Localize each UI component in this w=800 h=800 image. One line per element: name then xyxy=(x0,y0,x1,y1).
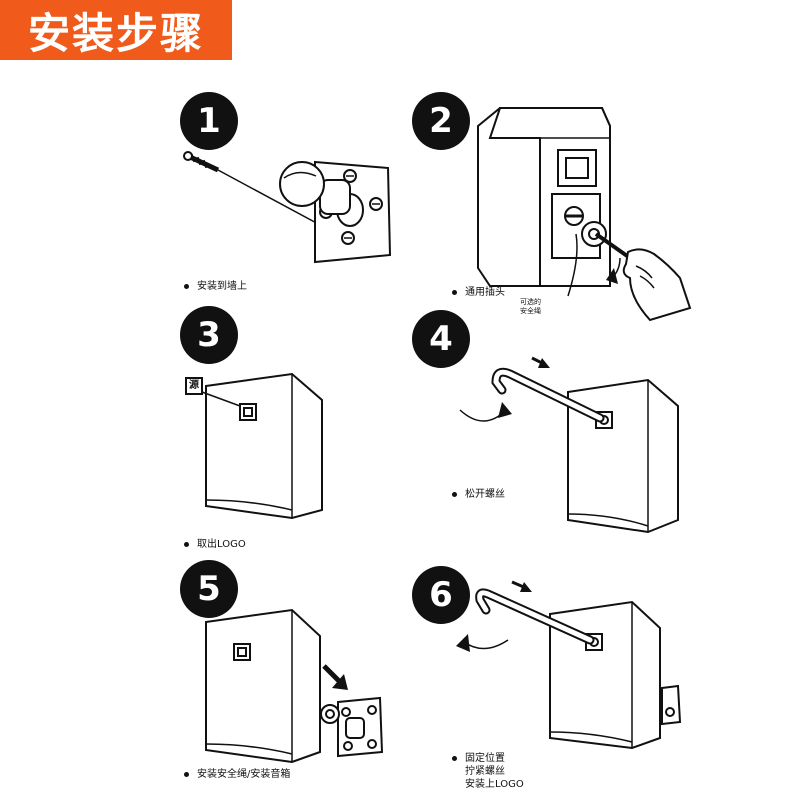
bullet-icon xyxy=(452,491,457,497)
logo-badge-icon xyxy=(185,377,203,395)
step-6-illustration xyxy=(456,580,682,750)
step-1-badge: 1 xyxy=(180,92,238,150)
arrow-icon xyxy=(322,664,348,690)
speaker-icon xyxy=(549,600,682,750)
step-1-illustration xyxy=(183,151,392,264)
step-2-illustration xyxy=(477,107,692,322)
hex-key-icon xyxy=(475,588,595,645)
step-1-caption: 安装到墙上 xyxy=(184,280,247,293)
rotate-arrow-icon xyxy=(459,402,512,422)
wall-bracket-icon xyxy=(320,696,384,758)
step-5-illustration xyxy=(205,608,384,764)
bullet-icon xyxy=(184,771,189,777)
step-4-badge: 4 xyxy=(412,310,470,368)
step-2-badge: 2 xyxy=(412,92,470,150)
hex-key-icon xyxy=(491,367,605,423)
step-4-illustration xyxy=(459,356,679,534)
arrow-icon xyxy=(531,356,550,368)
bullet-icon xyxy=(452,755,457,761)
step-6-badge: 6 xyxy=(412,566,470,624)
logo-tag: 源 xyxy=(189,380,199,391)
step-6-caption: 固定位置 拧紧螺丝 安装上LOGO xyxy=(452,752,524,791)
step-5-badge: 5 xyxy=(180,560,238,618)
step-5-caption: 安装安全绳/安装音箱 xyxy=(184,768,290,781)
hand-screwdriver-icon xyxy=(594,232,692,322)
speaker-icon xyxy=(567,378,679,534)
arrow-icon xyxy=(511,580,532,592)
step-3-badge: 3 xyxy=(180,306,238,364)
step-2-note: 可选的 安全绳 xyxy=(520,298,541,315)
speaker-back-icon xyxy=(477,107,611,287)
speaker-icon xyxy=(205,608,321,764)
rotate-arrow-icon xyxy=(456,634,509,652)
bullet-icon xyxy=(184,283,189,289)
step-4-caption: 松开螺丝 xyxy=(452,488,505,501)
step-2-caption: 通用插头 xyxy=(452,286,505,299)
step-3-caption: 取出LOGO xyxy=(184,538,246,551)
wall-bracket-icon xyxy=(279,160,392,264)
bullet-icon xyxy=(452,289,457,295)
arrow-icon xyxy=(606,257,621,284)
title-banner: 安装步骤 xyxy=(0,0,232,60)
step-3-illustration xyxy=(185,372,323,520)
bullet-icon xyxy=(184,541,189,547)
screw-icon xyxy=(183,151,220,173)
speaker-icon xyxy=(205,372,323,520)
